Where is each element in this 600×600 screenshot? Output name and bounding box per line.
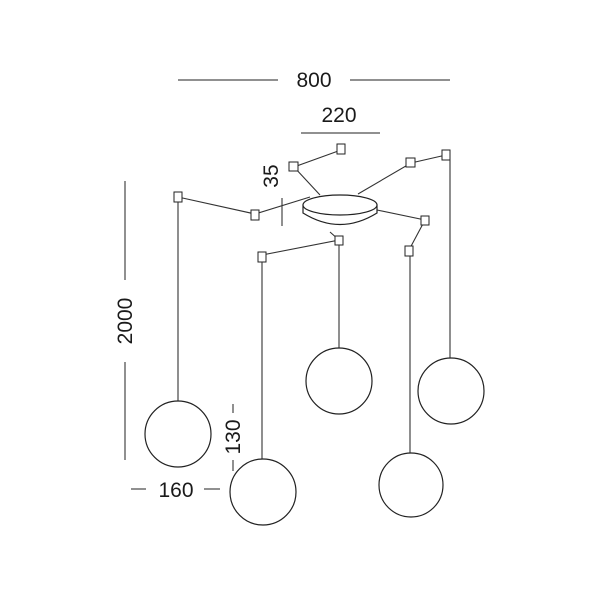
dimension-overall-width: 800 [178, 69, 450, 92]
overall-width-label: 800 [296, 69, 331, 92]
globe-diameter-label: 160 [158, 479, 193, 502]
pendant-2 [229, 262, 297, 526]
joint-upper-left [288, 161, 299, 172]
globe-height-label: 130 [222, 419, 245, 454]
pendant-3 [305, 245, 373, 415]
canopy-width-label: 220 [321, 104, 356, 127]
cap-right [404, 245, 414, 257]
dimension-cable-length: 2000 [114, 181, 137, 460]
dimension-canopy-width: 220 [301, 104, 380, 134]
glass-globe [378, 452, 444, 518]
canopy-assembly [173, 143, 451, 263]
arm-right [376, 209, 426, 251]
dimension-canopy-height: 35 [260, 164, 283, 226]
cap-left [173, 191, 183, 203]
arm-upper-left [293, 149, 342, 196]
joint-right [420, 215, 430, 226]
dimension-globe-diameter: 160 [131, 479, 220, 502]
glass-globe [417, 357, 485, 425]
pendant-5 [417, 160, 485, 425]
cable-length-label: 2000 [114, 298, 137, 345]
joint-left [250, 209, 260, 221]
dimension-globe-height: 130 [222, 404, 245, 471]
cap-upper-left [336, 143, 346, 155]
glass-globe [229, 458, 297, 526]
pendant-1 [144, 202, 212, 468]
glass-globe [305, 347, 373, 415]
pendant-4 [378, 256, 444, 518]
canopy-height-label: 35 [260, 164, 283, 187]
arm-left [177, 196, 311, 215]
arm-upper-right [357, 154, 447, 195]
cap-front [257, 251, 267, 263]
cap-upper-right [441, 149, 451, 161]
arm-front [261, 231, 341, 256]
ceiling-canopy-top [302, 194, 378, 216]
glass-globe [144, 400, 212, 468]
joint-front [334, 235, 344, 246]
joint-upper-right [405, 157, 416, 168]
